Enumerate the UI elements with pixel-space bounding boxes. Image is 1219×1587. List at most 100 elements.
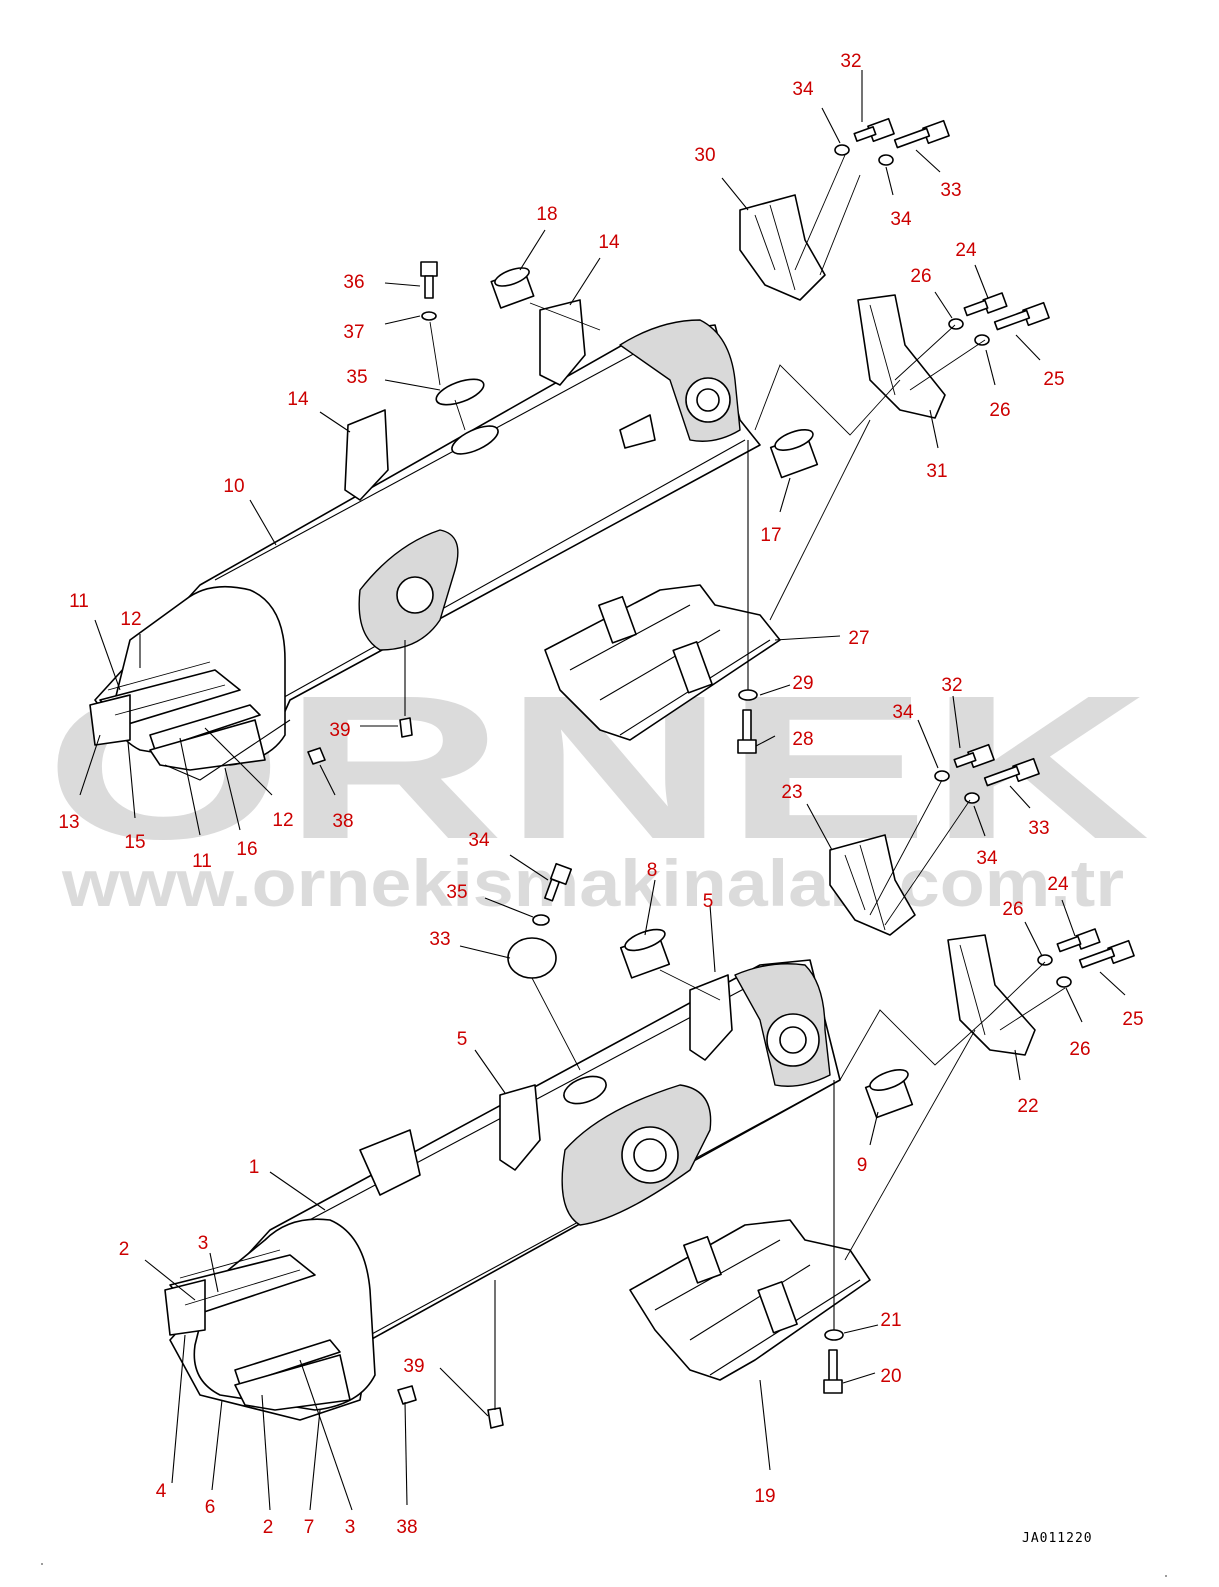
fitting-39b bbox=[487, 1407, 504, 1429]
callout-25a: 25 bbox=[1043, 369, 1064, 390]
scan-speck bbox=[1165, 1575, 1167, 1577]
callout-2b: 2 bbox=[263, 1517, 274, 1538]
lower-bracket-rear bbox=[359, 1129, 421, 1196]
callout-33b: 33 bbox=[1028, 818, 1049, 839]
washer-26d bbox=[1056, 976, 1072, 988]
callout-22: 22 bbox=[1017, 1096, 1038, 1117]
callout-34a: 34 bbox=[792, 79, 814, 100]
callout-35a: 35 bbox=[346, 367, 367, 388]
upper-track-frame bbox=[89, 299, 761, 781]
plug-38a bbox=[307, 747, 326, 765]
plug-38b bbox=[397, 1385, 417, 1405]
upper-bracket-14b bbox=[539, 299, 586, 386]
callout-1: 1 bbox=[249, 1157, 260, 1178]
callout-15: 15 bbox=[124, 832, 145, 853]
lower-guard-6 bbox=[234, 1354, 351, 1411]
washer-21 bbox=[824, 1329, 844, 1341]
upper-small-parts bbox=[307, 117, 1050, 765]
callout-6: 6 bbox=[205, 1497, 216, 1518]
callout-32b: 32 bbox=[941, 675, 962, 696]
guard-22 bbox=[947, 934, 1036, 1056]
callout-11b: 11 bbox=[192, 851, 212, 872]
callout-12a: 12 bbox=[120, 609, 141, 630]
bolt-20 bbox=[823, 1349, 843, 1394]
bolt-36 bbox=[420, 261, 438, 299]
callout-14a: 14 bbox=[598, 232, 620, 253]
washer-26a bbox=[948, 318, 964, 330]
lower-small-parts bbox=[397, 743, 1135, 1429]
scan-speck bbox=[41, 1563, 43, 1565]
callout-38a: 38 bbox=[332, 811, 353, 832]
callout-16: 16 bbox=[236, 839, 257, 860]
guard-31 bbox=[857, 294, 946, 419]
callout-29: 29 bbox=[792, 673, 813, 694]
bolt-33-lower bbox=[983, 757, 1040, 787]
washer-29 bbox=[738, 689, 758, 701]
callout-27: 27 bbox=[848, 628, 869, 649]
upper-center-hole bbox=[396, 576, 434, 614]
lower-top-port bbox=[563, 1075, 607, 1105]
lower-track-guide bbox=[629, 1219, 871, 1381]
callout-26c: 26 bbox=[1002, 899, 1023, 920]
callout-39b: 39 bbox=[403, 1356, 424, 1377]
lower-rail-3 bbox=[234, 1339, 341, 1386]
callout-3a: 3 bbox=[198, 1233, 209, 1254]
callout-11a: 11 bbox=[69, 591, 89, 612]
washer-26b bbox=[974, 334, 990, 346]
callout-4: 4 bbox=[156, 1481, 167, 1502]
callout-17: 17 bbox=[760, 525, 781, 546]
bolt-32 bbox=[853, 117, 895, 143]
callout-26a: 26 bbox=[910, 266, 931, 287]
bolt-25a bbox=[993, 301, 1050, 331]
callout-30: 30 bbox=[694, 145, 715, 166]
callout-8: 8 bbox=[647, 860, 658, 881]
callout-34e: 34 bbox=[468, 830, 490, 851]
watermark-website: www.ornekismakinalari.com.tr bbox=[61, 846, 1124, 920]
bushing-18 bbox=[490, 267, 535, 309]
callout-38b: 38 bbox=[396, 1517, 417, 1538]
callout-31: 31 bbox=[926, 461, 947, 482]
callout-25b: 25 bbox=[1122, 1009, 1143, 1030]
lower-bracket-5a bbox=[499, 1084, 541, 1171]
callout-23: 23 bbox=[781, 782, 802, 803]
callout-3b: 3 bbox=[345, 1517, 356, 1538]
bolt-32-lower bbox=[953, 743, 995, 769]
callout-34d: 34 bbox=[976, 848, 998, 869]
callout-34c: 34 bbox=[892, 702, 914, 723]
callout-18: 18 bbox=[536, 204, 557, 225]
callout-5b: 5 bbox=[457, 1029, 468, 1050]
bolt-33a bbox=[893, 119, 950, 149]
bolt-28 bbox=[737, 709, 757, 754]
washer-26c bbox=[1037, 954, 1053, 966]
callout-26b: 26 bbox=[989, 400, 1010, 421]
washer-34b bbox=[878, 154, 894, 166]
upper-guard-15 bbox=[149, 719, 266, 771]
bolt-25-lower bbox=[1078, 939, 1135, 969]
callout-24b: 24 bbox=[1047, 874, 1069, 895]
callout-12b: 12 bbox=[272, 810, 293, 831]
callout-39a: 39 bbox=[329, 720, 350, 741]
callout-24a: 24 bbox=[955, 240, 977, 261]
callout-5a: 5 bbox=[703, 891, 714, 912]
callout-37: 37 bbox=[343, 322, 364, 343]
fitting-39a bbox=[399, 717, 413, 738]
lower-bracket-5b bbox=[689, 974, 733, 1061]
bolt-24a bbox=[963, 292, 1008, 317]
washer-34c bbox=[934, 770, 950, 782]
lower-track-frame bbox=[164, 959, 841, 1421]
callout-21: 21 bbox=[880, 1310, 901, 1331]
lower-rail-4 bbox=[164, 1279, 206, 1336]
callout-28: 28 bbox=[792, 729, 813, 750]
washer-34d bbox=[964, 792, 980, 804]
callout-13: 13 bbox=[58, 812, 79, 833]
cover-33-lower bbox=[507, 937, 557, 979]
drawing-code: JA011220 bbox=[1022, 1531, 1093, 1546]
leader-lines bbox=[79, 70, 1126, 1511]
washer-34a bbox=[834, 144, 850, 156]
callout-9: 9 bbox=[857, 1155, 868, 1176]
callout-32a: 32 bbox=[840, 51, 861, 72]
guard-23 bbox=[829, 834, 916, 936]
upper-rail-12 bbox=[149, 704, 261, 751]
callout-36: 36 bbox=[343, 272, 364, 293]
